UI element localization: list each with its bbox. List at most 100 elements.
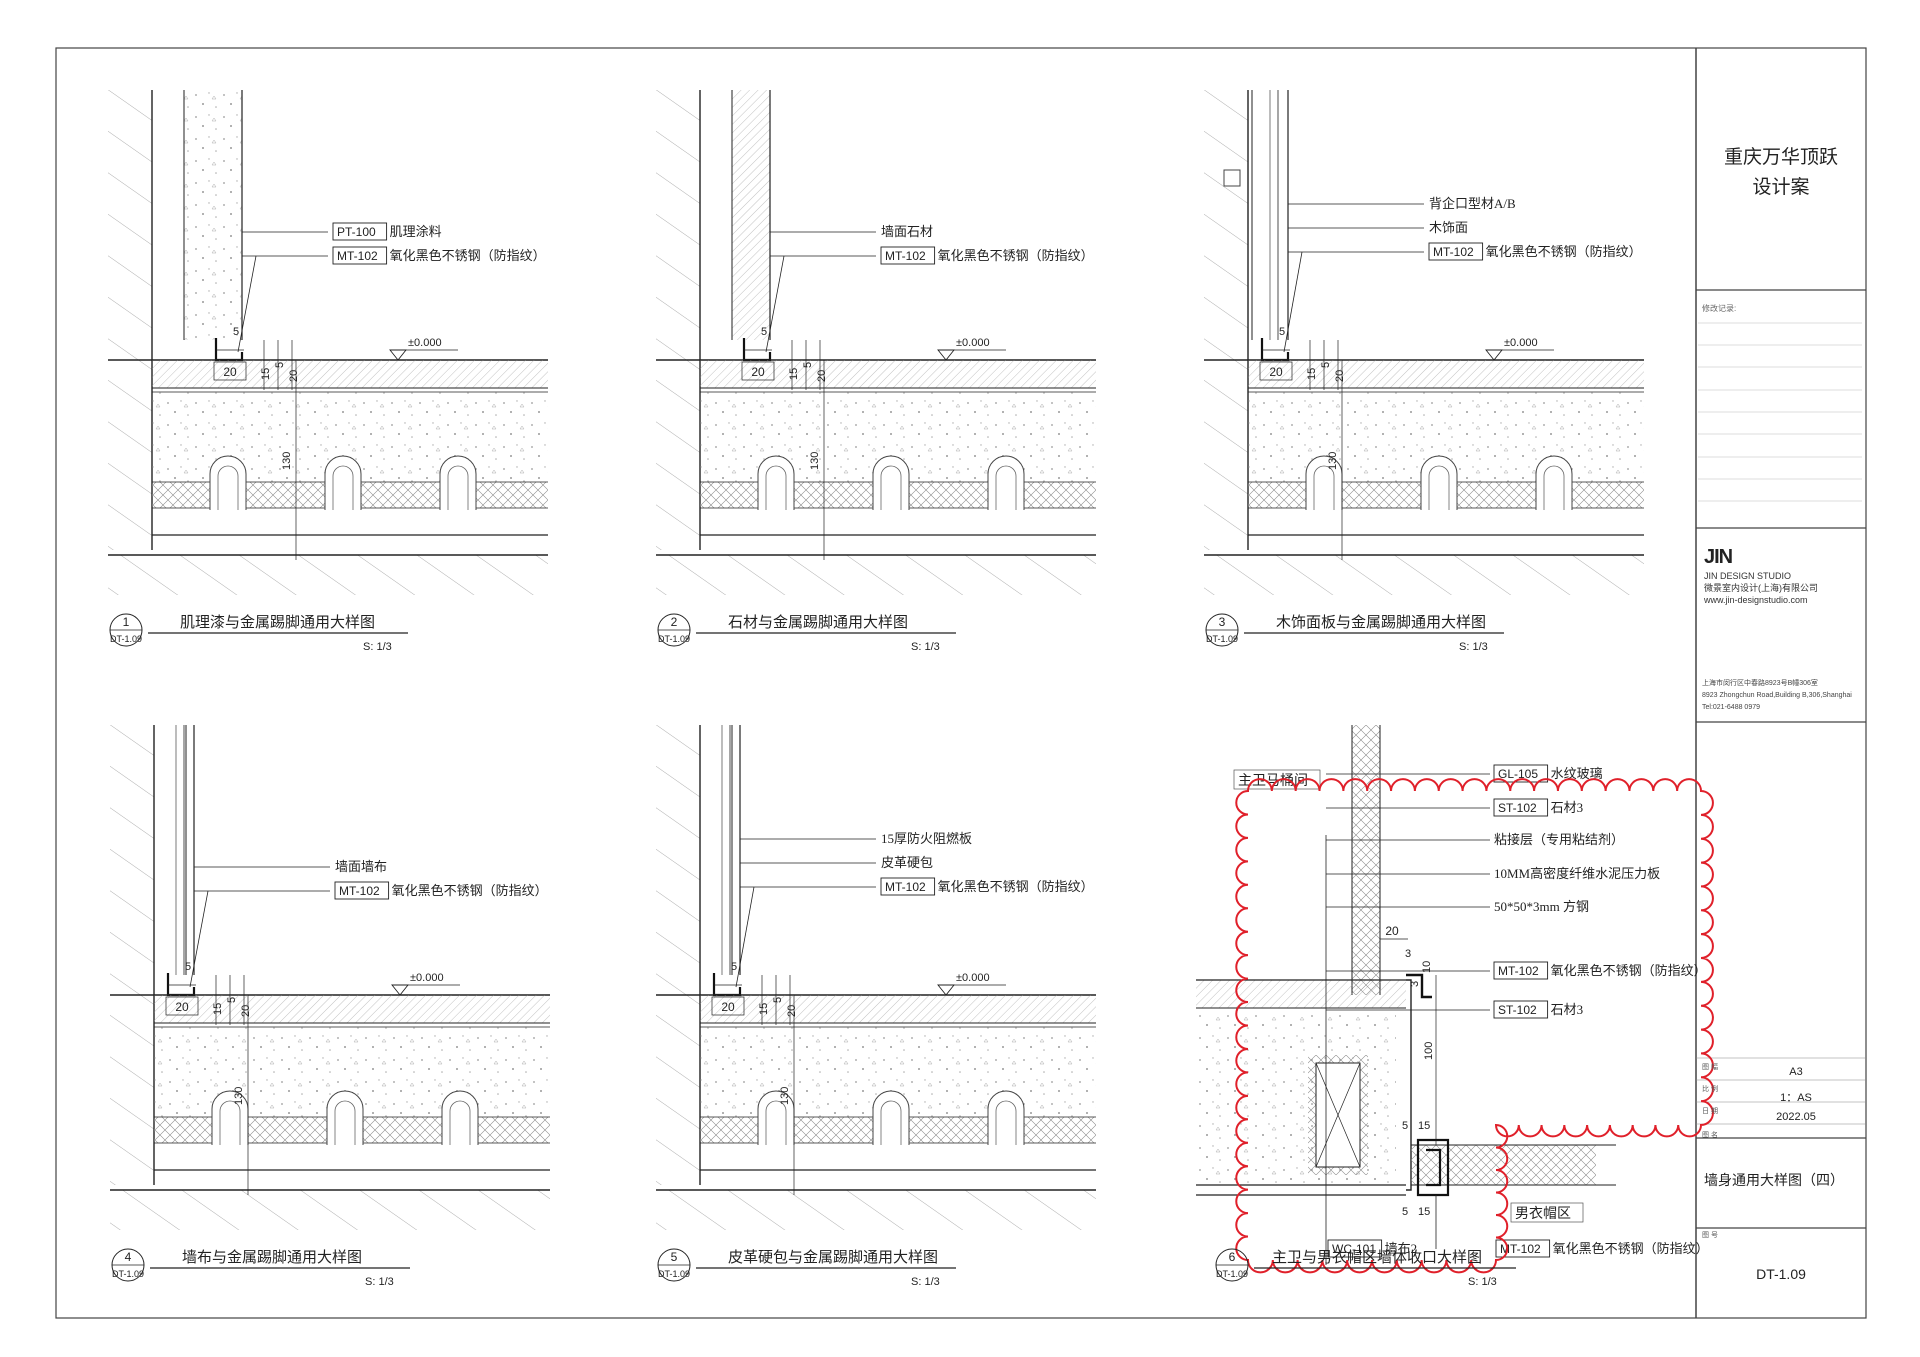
detail-title: 主卫与男衣帽区墙体收口大样图 [1272,1249,1482,1266]
dim-5-bottom: 5 [1402,1206,1408,1218]
paper-label: 图 幅 [1702,1064,1718,1071]
detail-scale: S: 1/3 [911,641,940,653]
wall-finish [732,725,740,975]
floor-stone-hatch [700,360,1096,388]
heating-pipe [324,455,362,510]
dim-5-side: 5 [1320,362,1332,368]
studio-name-cn: 微景室内设计(上海)有限公司 [1704,583,1818,593]
leader-diagonal [237,255,257,353]
detail-ref: DT-1.09 [110,634,142,644]
leader-diagonal [735,886,755,988]
skirting-profile [214,338,244,362]
skirting-profile [1260,338,1290,362]
room-b-label: 男衣帽区 [1515,1206,1571,1222]
callout-2-tag-box [880,246,936,265]
callout-1: 墙面石材 [881,224,933,239]
floor-stone-hatch [154,995,550,1023]
detail-scale: S: 1/3 [1459,641,1488,653]
steel-diag-b [1315,1062,1361,1168]
detail6-callout-2-tag-box [1493,798,1549,817]
dim-130: 130 [809,452,821,470]
profile-clip [1223,169,1241,187]
dim-box-20 [741,361,775,381]
heating-pipe-inner [1313,465,1335,510]
callout-1-text: 肌理涂料 [390,224,442,239]
heating-pipe-inner [449,1100,471,1145]
level-triangle [937,349,955,361]
detail6-callout-2-tag: ST-102 [1498,801,1537,815]
ground-hatch [1204,555,1644,595]
detail-number: 3 [1219,615,1226,629]
skirting-profile [166,973,196,997]
detail-title: 墙布与金属踢脚通用大样图 [182,1249,362,1266]
wall-finish [186,725,194,975]
studio-web: www.jin-designstudio.com [1704,595,1808,605]
dim-20-width: 20 [175,1000,189,1014]
date-value: 2022.05 [1776,1111,1816,1123]
title-block: 重庆万华顶跃 设计案 修改记录: JIN JIN DESIGN STUDIO 微… [1696,48,1866,1318]
skirting-profile [712,973,742,997]
floor-stone-hatch [700,995,1096,1023]
level-triangle [391,984,409,996]
dim-5-top: 5 [761,326,767,338]
heating-pipe [441,1090,479,1145]
ground-hatch [108,555,548,595]
dim-130: 130 [281,452,293,470]
detail-ref: DT-1.09 [658,1269,690,1279]
detail6-callout-3-text: 粘接层（专用粘结剂） [1494,832,1624,847]
detail6-callout-1-text: 水纹玻璃 [1551,766,1603,781]
detail6-callout-9-tag-box [1495,1239,1551,1258]
heating-pipe [872,455,910,510]
floor-stone-hatch [152,360,548,388]
heating-pipe [872,1090,910,1145]
heating-pipe-inner [1543,465,1565,510]
detail6-callout-9-text: 氧化黑色不锈钢（防指纹） [1553,1241,1709,1256]
dim-20-height: 20 [786,1005,798,1017]
address-cn: 上海市闵行区中春路8923号B幢306室 [1702,680,1818,687]
dim-5-side: 5 [802,362,814,368]
heating-pipe-inner [447,465,469,510]
level-text: ±0.000 [410,972,444,984]
detail-number: 6 [1229,1250,1236,1264]
callout-1-tag: PT-100 [337,225,376,239]
callout-1: 墙面墙布 [335,859,387,874]
callout-2-text: 皮革硬包 [881,855,933,870]
dim-15: 15 [1306,368,1318,380]
callout-3-text: 氧化黑色不锈钢（防指纹） [1486,244,1642,259]
callout-2: 皮革硬包 [881,855,933,870]
wall-finish [184,90,242,340]
detail6-callout-2-text: 石材3 [1551,800,1584,815]
callout-2-tag: MT-102 [339,884,380,898]
wall-finish [732,90,770,340]
heating-pipe-inner [332,465,354,510]
detail-ref: DT-1.09 [658,634,690,644]
dim-5-top: 5 [185,961,191,973]
callout-2-text: 氧化黑色不锈钢（防指纹） [392,883,548,898]
detail-title: 木饰面板与金属踢脚通用大样图 [1276,613,1486,631]
detail6-callout-4: 10MM高密度纤维水泥压力板 [1494,866,1660,881]
room-a-label: 主卫马桶间 [1238,773,1308,789]
callout-3-tag-box [1428,242,1484,261]
ground-hatch [110,1190,550,1230]
dim-100: 100 [1423,1042,1435,1060]
project-name: 重庆万华顶跃 设计案 [1696,143,1866,203]
callout-2: MT-102 氧化黑色不锈钢（防指纹） [334,881,548,900]
studio-tel: Tel:021-6488 0979 [1702,704,1760,711]
detail6-callout-5: 50*50*3mm 方钢 [1494,899,1589,914]
detail-title: 石材与金属踢脚通用大样图 [728,614,908,631]
dim-5-top: 5 [1279,326,1285,338]
level-text: ±0.000 [408,337,442,349]
stainless-trim-top [1406,973,1432,999]
